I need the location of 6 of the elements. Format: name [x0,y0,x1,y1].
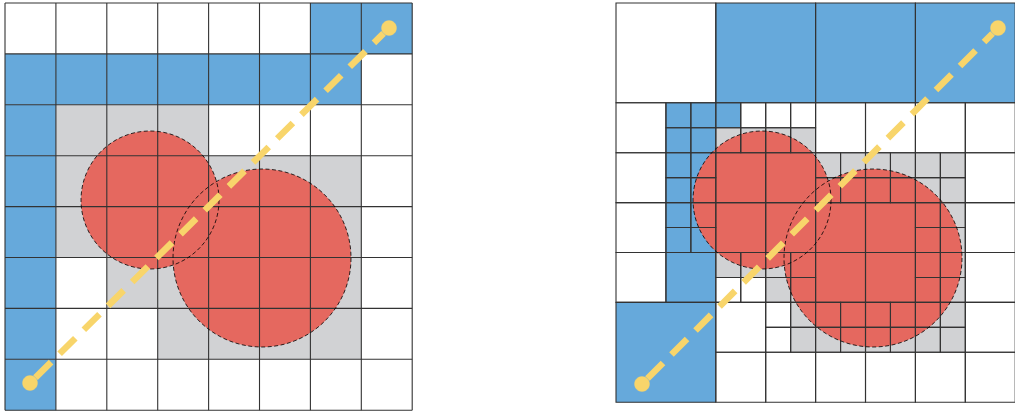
endpoint-dot [22,375,38,391]
ray-line [645,31,995,381]
ray-line [33,31,386,380]
endpoint-dot [990,20,1006,36]
endpoint-dot [381,20,397,36]
endpoint-dot [634,376,650,392]
